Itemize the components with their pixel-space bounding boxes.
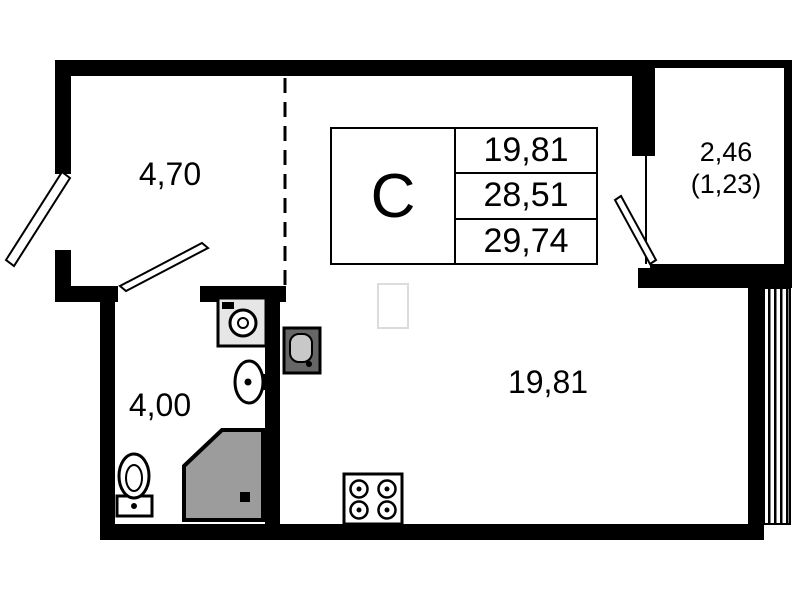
shower-icon — [182, 428, 265, 522]
apartment-info-table: С 19,81 28,51 29,74 — [330, 127, 598, 265]
balcony-area-label: 2,46 — [699, 137, 753, 167]
stove-icon — [342, 472, 404, 526]
apartment-areas-column: 19,81 28,51 29,74 — [456, 129, 596, 263]
wall-balcony-partition-upper — [632, 60, 655, 156]
wall-bottom — [100, 524, 764, 540]
wall-left-upper — [55, 60, 71, 174]
water-heater-icon — [282, 326, 322, 375]
wall-balcony-top — [632, 60, 792, 68]
wall-under-balcony — [638, 268, 792, 288]
balcony-coefficient-area-label: (1,23) — [690, 169, 762, 199]
living-room-area-label: 19,81 — [507, 364, 589, 400]
total-area-value: 29,74 — [456, 217, 596, 263]
balcony-door-leaf — [613, 194, 658, 266]
wall-top — [55, 60, 632, 76]
bathroom-sink-icon — [233, 359, 266, 405]
wall-bathroom-left — [100, 286, 115, 540]
toilet-icon — [115, 452, 154, 518]
living-area-value: 19,81 — [483, 131, 569, 170]
apartment-type-label: С — [332, 129, 456, 263]
ghost-fixture-outline — [377, 283, 409, 329]
wall-right — [748, 286, 764, 540]
bathroom-area-label: 4,00 — [128, 387, 192, 423]
apartment-area-value: 28,51 — [456, 172, 596, 217]
entrance-door-leaf — [4, 170, 72, 268]
wall-bathroom-right — [265, 286, 280, 524]
wall-balcony-right — [784, 60, 792, 272]
hatched-wall-panel — [763, 287, 791, 525]
washing-machine-icon — [216, 296, 268, 348]
hallway-area-label: 4,70 — [138, 156, 202, 192]
wall-balcony-bottom — [650, 264, 792, 272]
bathroom-door-leaf — [118, 241, 210, 293]
